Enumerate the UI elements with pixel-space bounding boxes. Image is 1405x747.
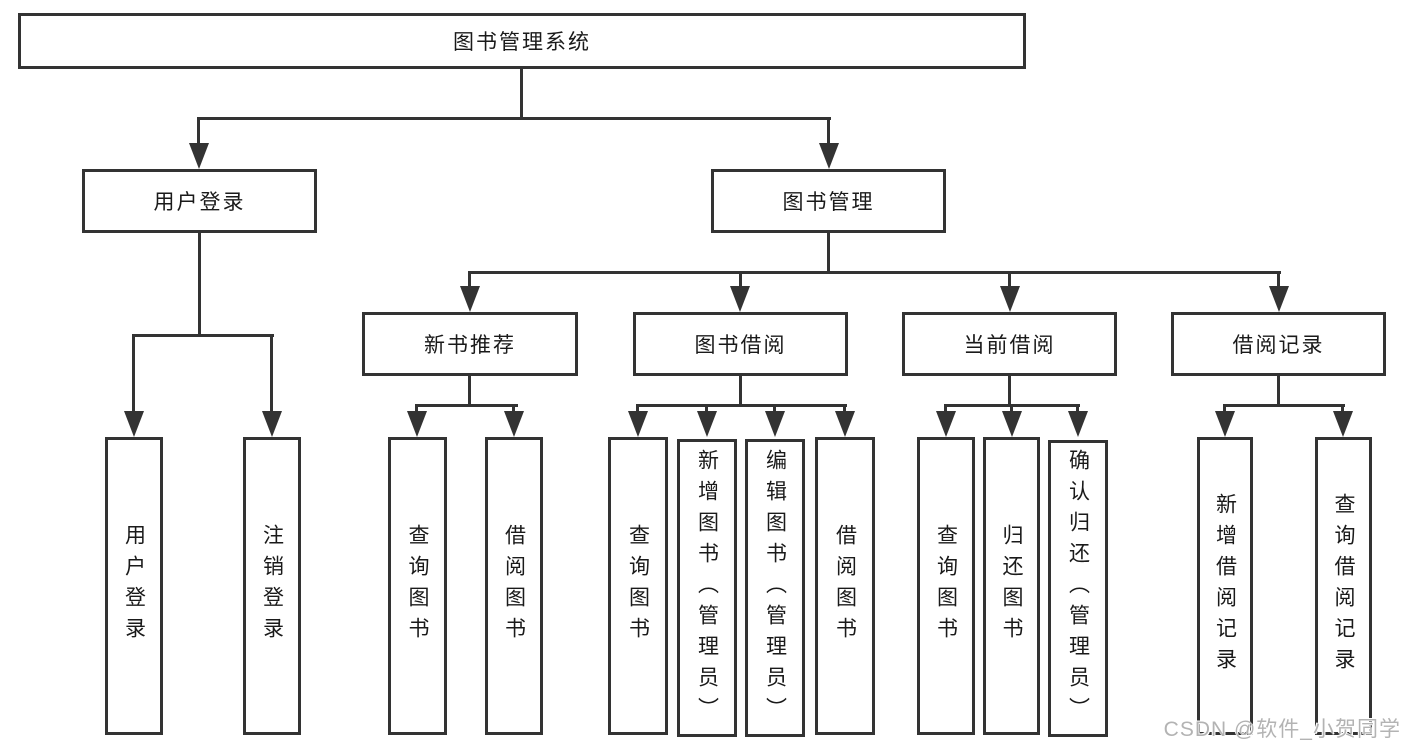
connector-line xyxy=(197,117,831,120)
node-borrow-record-label: 借阅记录 xyxy=(1232,334,1325,357)
leaf-newbook-borrow-label: 借阅图书 xyxy=(502,524,526,648)
arrow-down-icon xyxy=(697,411,717,437)
connector-line xyxy=(827,233,830,274)
connector-line xyxy=(197,117,200,157)
leaf-user-login: 用户登录 xyxy=(105,437,163,735)
node-book-mgmt: 图书管理 xyxy=(711,169,946,233)
leaf-current-confirm: 确认归还（管理员） xyxy=(1048,440,1108,737)
leaf-borrow-borrow-label: 借阅图书 xyxy=(833,524,857,648)
node-current-borrow: 当前借阅 xyxy=(902,312,1117,376)
leaf-logout-label: 注销登录 xyxy=(260,524,284,648)
leaf-current-confirm-label: 确认归还（管理员） xyxy=(1066,449,1090,728)
connector-line xyxy=(132,334,135,414)
connector-line xyxy=(1223,404,1345,407)
arrow-down-icon xyxy=(835,411,855,437)
connector-line xyxy=(1008,376,1011,407)
node-book-borrow-label: 图书借阅 xyxy=(694,334,787,357)
arrow-down-icon xyxy=(1215,411,1235,437)
arrow-down-icon xyxy=(1000,286,1020,312)
leaf-newbook-borrow: 借阅图书 xyxy=(485,437,543,735)
node-user-login-label: 用户登录 xyxy=(153,191,246,214)
connector-line xyxy=(270,334,273,414)
leaf-record-query: 查询借阅记录 xyxy=(1315,437,1372,735)
arrow-down-icon xyxy=(407,411,427,437)
arrow-down-icon xyxy=(262,411,282,437)
leaf-borrow-query-label: 查询图书 xyxy=(626,524,650,648)
arrow-down-icon xyxy=(628,411,648,437)
arrow-down-icon xyxy=(504,411,524,437)
connector-line xyxy=(520,69,523,118)
connector-line xyxy=(415,404,518,407)
node-new-book-rec-label: 新书推荐 xyxy=(424,334,516,357)
leaf-record-add: 新增借阅记录 xyxy=(1197,437,1253,735)
connector-line xyxy=(739,376,742,407)
arrow-down-icon xyxy=(765,411,785,437)
node-root: 图书管理系统 xyxy=(18,13,1026,69)
connector-line xyxy=(827,117,830,157)
leaf-user-login-label: 用户登录 xyxy=(122,524,146,648)
arrow-down-icon xyxy=(124,411,144,437)
arrow-down-icon xyxy=(730,286,750,312)
node-borrow-record: 借阅记录 xyxy=(1171,312,1386,376)
leaf-borrow-query: 查询图书 xyxy=(608,437,668,735)
connector-line xyxy=(198,233,201,337)
node-book-borrow: 图书借阅 xyxy=(633,312,848,376)
leaf-current-return-label: 归还图书 xyxy=(1000,524,1023,648)
node-root-label: 图书管理系统 xyxy=(453,31,591,54)
leaf-borrow-add: 新增图书（管理员） xyxy=(677,439,737,737)
arrow-down-icon xyxy=(1068,411,1088,437)
node-current-borrow-label: 当前借阅 xyxy=(963,334,1056,357)
leaf-borrow-edit: 编辑图书（管理员） xyxy=(745,439,805,737)
node-new-book-rec: 新书推荐 xyxy=(362,312,578,376)
node-book-mgmt-label: 图书管理 xyxy=(782,191,875,214)
leaf-borrow-borrow: 借阅图书 xyxy=(815,437,875,735)
csdn-watermark: CSDN @软件_小贺同学 xyxy=(1163,718,1401,741)
leaf-record-query-label: 查询借阅记录 xyxy=(1332,493,1355,679)
connector-line xyxy=(468,376,471,407)
arrow-down-icon xyxy=(460,286,480,312)
leaf-newbook-query-label: 查询图书 xyxy=(406,524,429,648)
leaf-newbook-query: 查询图书 xyxy=(388,437,447,735)
connector-line xyxy=(132,334,274,337)
leaf-borrow-edit-label: 编辑图书（管理员） xyxy=(763,448,787,728)
connector-line xyxy=(1277,376,1280,407)
leaf-current-query: 查询图书 xyxy=(917,437,975,735)
arrow-down-icon xyxy=(1269,286,1289,312)
leaf-record-add-label: 新增借阅记录 xyxy=(1213,493,1237,679)
leaf-borrow-add-label: 新增图书（管理员） xyxy=(695,448,719,728)
arrow-down-icon xyxy=(1002,411,1022,437)
arrow-down-icon xyxy=(936,411,956,437)
arrow-down-icon xyxy=(1333,411,1353,437)
arrow-down-icon xyxy=(189,143,209,169)
connector-line xyxy=(636,404,847,407)
connector-line xyxy=(468,271,1281,274)
leaf-current-return: 归还图书 xyxy=(983,437,1040,735)
arrow-down-icon xyxy=(819,143,839,169)
node-user-login: 用户登录 xyxy=(82,169,317,233)
leaf-current-query-label: 查询图书 xyxy=(934,524,958,648)
leaf-logout: 注销登录 xyxy=(243,437,301,735)
